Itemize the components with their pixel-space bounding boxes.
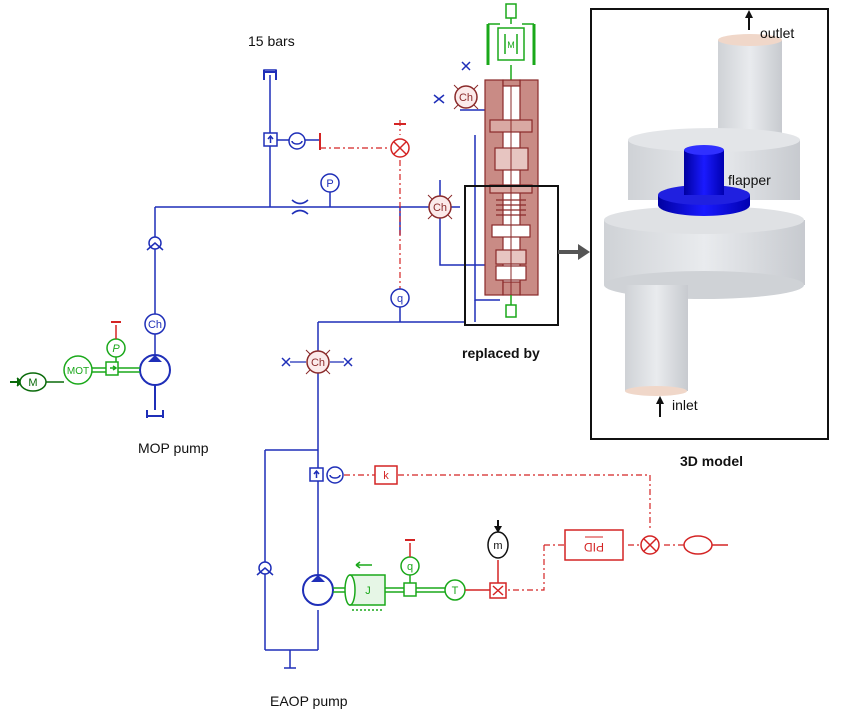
- eaop-drive: [333, 539, 490, 611]
- model-3d-label: 3D model: [680, 453, 743, 469]
- actuator-m-label: M: [507, 40, 515, 50]
- inlet-arrow: [656, 396, 664, 417]
- inertia-label: J: [365, 585, 371, 597]
- eaop-q-label: q: [407, 561, 413, 573]
- eaop-pump-label: EAOP pump: [270, 693, 348, 709]
- eaop-pump: [302, 574, 334, 606]
- motor-label: M: [28, 377, 37, 389]
- replaced-by-label: replaced by: [462, 345, 540, 361]
- gain-block: k: [374, 465, 398, 485]
- outlet-label: outlet: [760, 25, 794, 41]
- check-valve-top: [263, 132, 320, 150]
- pressure-label: 15 bars: [248, 33, 295, 49]
- mass-source: m: [487, 520, 509, 559]
- torque-label: T: [452, 585, 459, 597]
- gain-label: k: [383, 470, 389, 482]
- chamber-middle: Ch: [427, 194, 453, 220]
- pressure-sensor-main: P: [320, 173, 340, 193]
- multiplier-block: [489, 560, 507, 599]
- valve-bottom-actuator: [505, 295, 517, 318]
- q-sensor-label: q: [397, 293, 403, 305]
- mop-p-label: P: [112, 343, 120, 355]
- eaop-check-valve-top: [309, 466, 344, 484]
- tank-15-bar: [263, 70, 277, 80]
- eaop-check-valve-left: [256, 561, 274, 576]
- mop-pump: [139, 354, 171, 418]
- mass-label: m: [493, 540, 502, 552]
- outlet-arrow: [745, 10, 753, 30]
- replace-arrow: [558, 244, 590, 260]
- replaced-region-box: [464, 185, 559, 326]
- mop-motor-chain: [10, 321, 140, 392]
- flow-sensor-middle: q: [390, 288, 410, 308]
- pid-label: PID: [584, 540, 604, 554]
- inlet-label: inlet: [672, 397, 698, 413]
- chamber-top: Ch: [433, 61, 479, 110]
- chamber-lower-label: Ch: [311, 357, 325, 369]
- signal-lines: [320, 120, 684, 591]
- model-3d: [604, 34, 805, 396]
- summing-junction-lower: [640, 535, 660, 555]
- pid-block: PID: [564, 529, 624, 561]
- mop-pump-label: MOP pump: [138, 440, 209, 456]
- valve-assembly: M: [484, 3, 539, 318]
- summing-junction-top: [319, 123, 410, 158]
- chamber-top-label: Ch: [459, 92, 473, 104]
- orifice: [291, 199, 309, 215]
- p-sensor-label: P: [326, 178, 333, 190]
- mot-label: MOT: [67, 366, 89, 377]
- actuator-top: [486, 3, 536, 80]
- flapper-label: flapper: [728, 172, 771, 188]
- chamber-left: Ch: [144, 313, 166, 335]
- chamber-left-label: Ch: [148, 319, 162, 331]
- check-valve-left: [146, 236, 164, 251]
- chamber-lower: Ch: [281, 349, 353, 375]
- chamber-middle-label: Ch: [433, 202, 447, 214]
- setpoint-source: [683, 535, 728, 555]
